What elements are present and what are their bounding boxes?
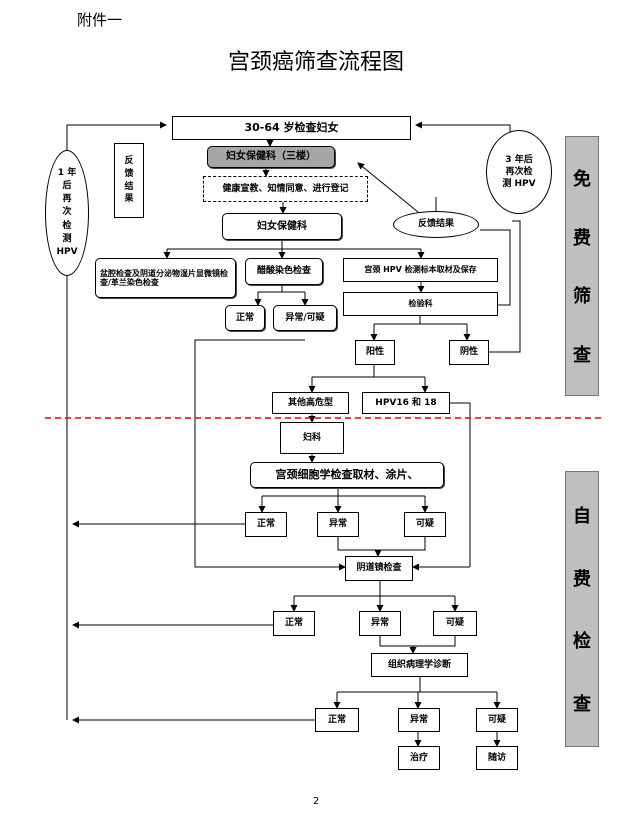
node-feedback-result: 反馈结果	[393, 211, 479, 238]
node-health-dept: 妇女保健科	[222, 213, 342, 240]
node-via: 醋酸染色检查	[245, 258, 323, 285]
node-abnormal-4: 异常	[398, 708, 440, 732]
annex-label: 附件一	[77, 11, 123, 29]
node-negative: 阴性	[449, 340, 489, 365]
page-number: 2	[312, 796, 320, 807]
node-normal-2: 正常	[245, 512, 287, 537]
node-retest-3yr: 3 年后 再次检 测 HPV	[486, 130, 552, 214]
node-lab: 检验科	[343, 292, 498, 316]
node-colposcopy: 阴道镜检查	[345, 556, 413, 581]
node-normal-4: 正常	[315, 708, 359, 732]
page-title: 宫颈癌筛查流程图	[227, 50, 404, 75]
node-feedback-vertical: 反 馈 结 果	[114, 143, 144, 218]
node-women-30-64: 30-64 岁检查妇女	[172, 116, 411, 140]
node-normal-3: 正常	[273, 611, 315, 636]
free-screening-label: 免 费 筛 查	[565, 136, 599, 396]
node-hpv-16-18: HPV16 和 18	[362, 392, 450, 414]
node-pelvic-exam: 盆腔检查及阴道分泌物湿片显微镜检查/革兰染色检查	[95, 258, 236, 298]
node-followup: 随访	[476, 746, 518, 770]
node-education: 健康宣教、知情同意、进行登记	[203, 176, 368, 202]
node-positive: 阳性	[355, 340, 395, 365]
node-cytology: 宫颈细胞学检查取材、涂片、	[250, 462, 444, 488]
node-normal-1: 正常	[225, 305, 265, 331]
node-hpv-sampling: 宫颈 HPV 检测标本取材及保存	[343, 258, 498, 282]
node-abnormal-2: 异常	[317, 512, 359, 537]
node-gynecology: 妇科	[280, 422, 344, 454]
node-pathology: 组织病理学诊断	[371, 653, 468, 677]
node-other-high-risk: 其他高危型	[272, 392, 349, 414]
node-abnormal-suspect-1: 异常/可疑	[273, 305, 337, 331]
self-pay-exam-label: 自 费 检 查	[565, 471, 599, 747]
node-retest-1yr: 1 年 后 再 次 检 测 HPV	[45, 150, 89, 276]
node-suspect-3: 可疑	[433, 611, 477, 636]
node-treatment: 治疗	[398, 746, 440, 770]
node-suspect-4: 可疑	[476, 708, 518, 732]
node-health-dept-3f: 妇女保健科（三楼）	[207, 146, 335, 168]
node-abnormal-3: 异常	[359, 611, 401, 636]
node-suspect-2: 可疑	[404, 512, 446, 537]
